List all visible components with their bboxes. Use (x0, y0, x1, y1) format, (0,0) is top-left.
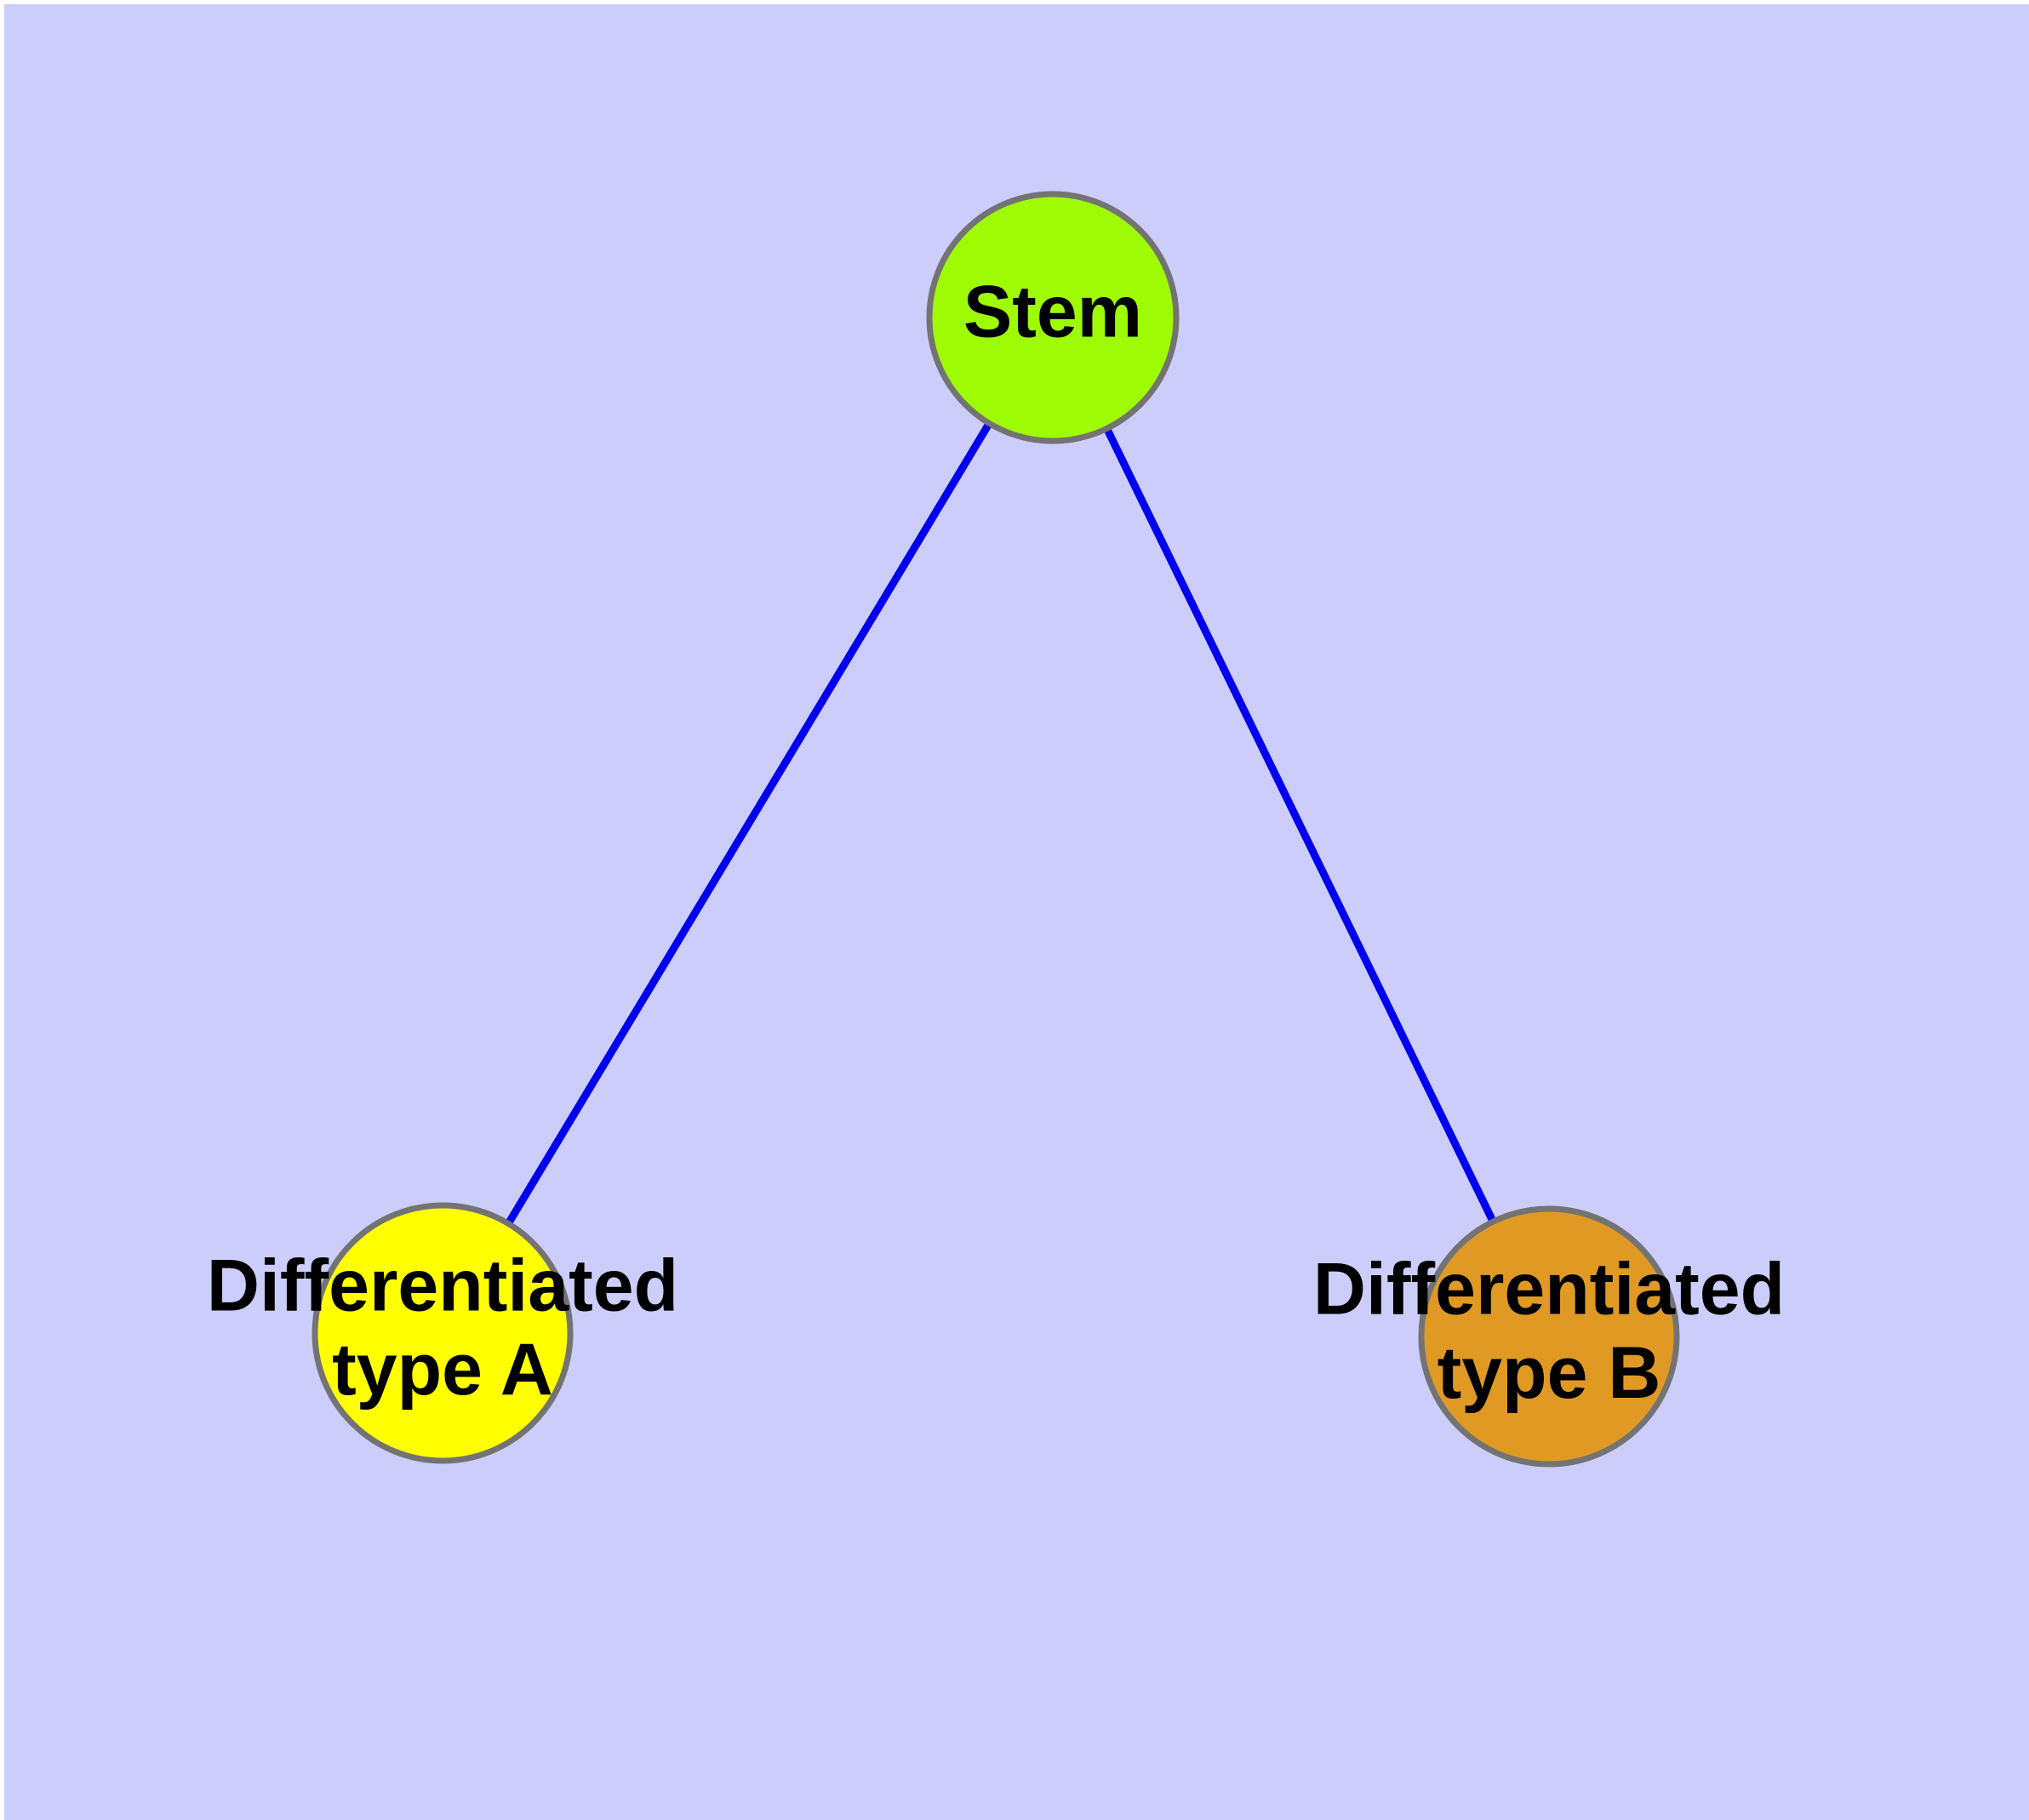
node-label-diff_a-line-1: type A (332, 1329, 553, 1411)
node-label-diff_a-line-0: Differentiated (207, 1245, 678, 1326)
node-label-diff_b-line-1: type B (1437, 1332, 1661, 1414)
node-circle-diff_a[interactable] (311, 1202, 574, 1464)
edges-layer (503, 418, 1499, 1229)
graph-edge-stem-to-diff-b (1101, 423, 1499, 1227)
graph-edge-stem-to-diff-a (503, 418, 995, 1229)
node-circle-stem[interactable] (926, 191, 1180, 444)
node-label-diff_b-line-0: Differentiated (1313, 1248, 1785, 1330)
node-label-stem-line-0: Stem (963, 272, 1142, 353)
node-circle-diff_b[interactable] (1418, 1205, 1680, 1468)
graph-node-stem[interactable]: Stem (926, 191, 1180, 444)
